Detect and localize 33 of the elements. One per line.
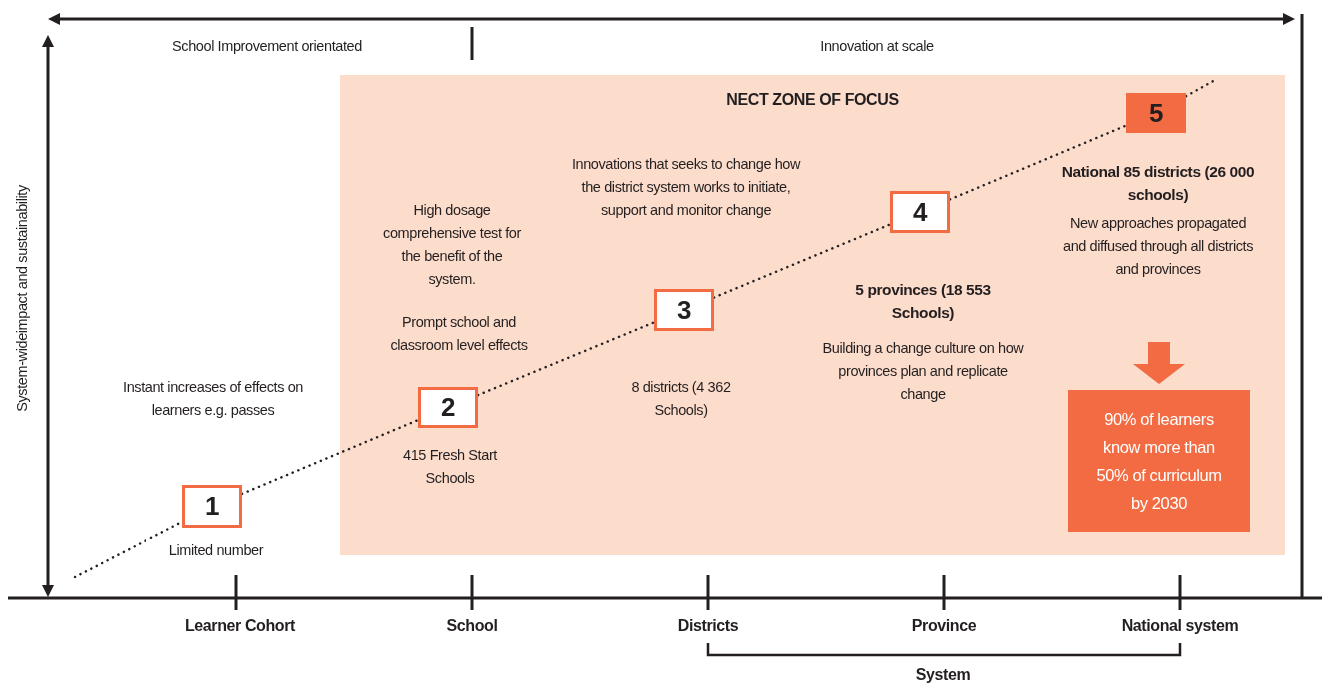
stage-note: Instant increases of effects on learners e.g. passes xyxy=(123,378,303,420)
stage-number-box: 1 xyxy=(182,485,242,528)
stage-heading: National 85 districts (26 000 schools) xyxy=(1060,162,1256,205)
stage-number-box: 4 xyxy=(890,191,950,233)
stage-note: 415 Fresh Start Schools xyxy=(402,446,498,488)
stage-note: Prompt school and classroom level effects xyxy=(389,313,529,355)
stage-note: 5 provinces (18 553 Schools) xyxy=(854,280,992,323)
axis-label: Districts xyxy=(676,616,740,636)
stage-number-box: 3 xyxy=(654,289,714,331)
dotted-trend-line xyxy=(476,321,656,397)
dotted-trend-line xyxy=(712,223,892,299)
dotted-trend-line xyxy=(240,418,420,496)
range-label: School Improvement orientated xyxy=(171,37,363,56)
block-arrow xyxy=(1133,342,1185,384)
stage-number-box: 2 xyxy=(418,387,478,428)
stage-note: High dosage comprehensive test for the benefit of the system. xyxy=(382,201,522,289)
stage-description: New approaches propagated and diffused through all districts and provinces xyxy=(1061,214,1255,279)
zone-heading: NECT ZONE OF FOCUS xyxy=(725,91,900,109)
stage-note: Innovations that seeks to change how the district system works to initiate, support and monitor change xyxy=(570,155,802,220)
axis-label: Learner Cohort xyxy=(184,616,296,636)
axis-label: System xyxy=(914,665,972,685)
axis-label: National system xyxy=(1120,616,1240,636)
outcome-box: 90% of learners know more than 50% of curriculum by 2030 xyxy=(1068,390,1250,532)
axis-title: System-wideimpact and sustainability xyxy=(12,184,31,414)
focus-zone-band xyxy=(340,75,1285,555)
stage-note: 8 districts (4 362 Schools) xyxy=(630,378,732,420)
dotted-trend-line xyxy=(1184,78,1217,98)
stage-note: Building a change culture on how provinces plan and replicate change xyxy=(821,339,1025,404)
axis-label: Province xyxy=(910,616,978,636)
axis-label: School xyxy=(445,616,499,636)
dotted-trend-line xyxy=(948,124,1128,201)
stage-number-box: 5 xyxy=(1126,93,1186,133)
range-label: Innovation at scale xyxy=(819,37,935,56)
